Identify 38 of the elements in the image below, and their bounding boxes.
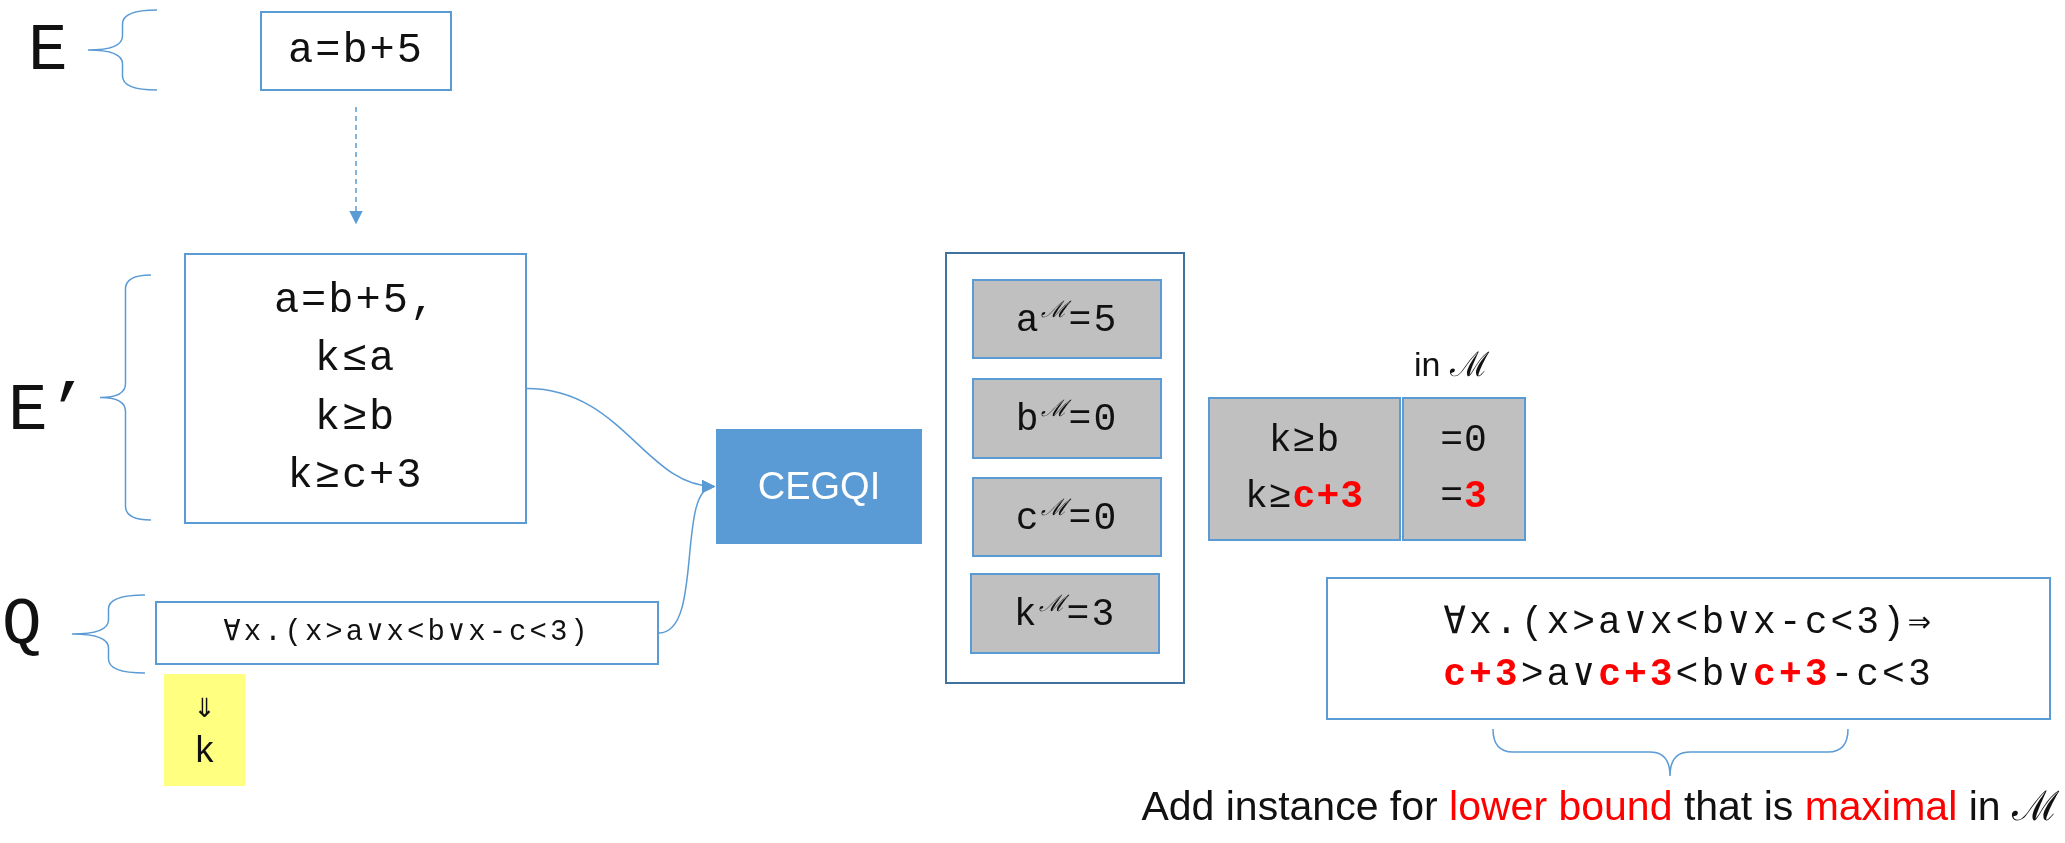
formula-box xyxy=(155,601,659,665)
set-label: in ℳ xyxy=(1414,344,1489,385)
formula-text: k≥c+3 xyxy=(287,451,424,501)
model-panel xyxy=(945,252,1185,684)
formula-text: =0 xyxy=(1440,419,1488,463)
formula-text: k≥b xyxy=(1268,419,1341,463)
value-box xyxy=(1402,397,1526,541)
value-box xyxy=(972,477,1162,557)
arrow xyxy=(349,106,363,225)
value-box xyxy=(970,573,1160,654)
formula-text: c+3>a∨c+3<b∨c+3-c<3 xyxy=(1443,652,1934,697)
set-label: E xyxy=(28,14,68,89)
formula-text: a$^{ℳ}$=5 xyxy=(1015,295,1119,343)
formula-text: k xyxy=(193,732,216,774)
formula-text: b$^{ℳ}$=0 xyxy=(1015,395,1119,442)
formula-text: ∀x.(x>a∨x<b∨x-c<3) xyxy=(223,616,591,650)
formula-box xyxy=(1326,577,2051,720)
value-box xyxy=(1208,397,1401,541)
process-label: CEGQI xyxy=(757,464,881,509)
caption-text: Add instance for lower bound that is maximal in ℳ xyxy=(1141,782,2059,831)
formula-text: k≥c+3 xyxy=(1245,475,1364,519)
formula-text: a=b+5, xyxy=(273,276,438,326)
formula-box xyxy=(184,253,527,524)
formula-text: =3 xyxy=(1440,475,1488,519)
formula-text: k≥b xyxy=(314,393,397,442)
formula-text: k$^{ℳ}$=3 xyxy=(1013,590,1117,637)
formula-text: ∀x.(x>a∨x<b∨x-c<3)⇒ xyxy=(1443,600,1934,645)
highlight-box xyxy=(164,674,245,786)
process-box xyxy=(716,429,922,544)
set-label: Q xyxy=(2,588,42,663)
value-box xyxy=(972,279,1162,359)
formula-text: c$^{ℳ}$=0 xyxy=(1015,493,1119,541)
set-label: E’ xyxy=(8,374,88,449)
formula-text: ⇓ xyxy=(193,686,216,728)
formula-text: a=b+5 xyxy=(288,26,424,76)
formula-box xyxy=(260,11,452,91)
formula-text: k≤a xyxy=(314,335,397,384)
value-box xyxy=(972,378,1162,459)
